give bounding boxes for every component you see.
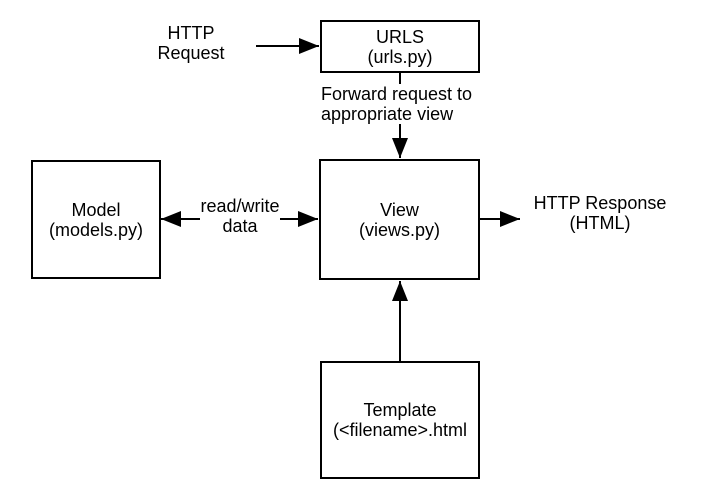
label-http-request-line1: HTTP [167,23,215,43]
node-model-title: Model [71,199,121,220]
label-forward-request: Forward request to appropriate view [321,84,483,124]
node-urls: URLS (urls.py) [320,20,480,73]
label-http-response-line1: HTTP Response [533,193,667,213]
label-http-request: HTTP Request [136,23,246,63]
label-read-write-data-line1: read/write [200,196,280,216]
node-template: Template (<filename>.html [320,361,480,479]
label-http-response-line2: (HTML) [569,213,631,233]
node-view-title: View [380,199,419,220]
label-forward-request-line1: Forward request to [321,84,473,104]
node-model: Model (models.py) [31,160,161,279]
node-view-subtitle: (views.py) [358,219,440,240]
node-template-subtitle: (<filename>.html [332,420,468,440]
node-urls-title: URLS [375,26,424,47]
label-read-write-data-line2: data [222,216,258,236]
label-forward-request-line2: appropriate view [321,104,454,124]
label-http-request-line2: Request [157,43,225,63]
label-read-write-data: read/write data [190,196,290,236]
node-view: View (views.py) [319,159,480,280]
node-urls-subtitle: (urls.py) [367,46,433,67]
label-http-response: HTTP Response (HTML) [520,193,680,233]
node-template-title: Template [363,400,437,420]
node-model-subtitle: (models.py) [48,219,144,240]
